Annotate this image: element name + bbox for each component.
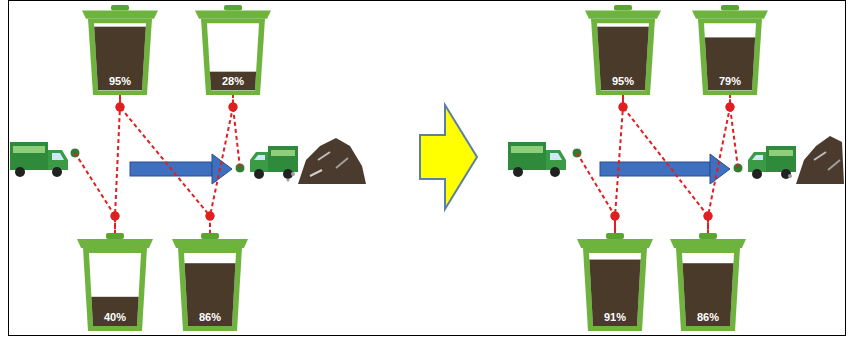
waste-pile bbox=[287, 138, 367, 184]
bin-fill bbox=[90, 27, 150, 91]
route-dot bbox=[704, 212, 713, 221]
route-dot bbox=[206, 212, 215, 221]
route-dot bbox=[206, 212, 215, 221]
fill-percentage: 95% bbox=[109, 75, 131, 87]
route-dot bbox=[111, 212, 120, 221]
trash-bin: 40% bbox=[75, 232, 155, 332]
fill-percentage: 28% bbox=[222, 75, 244, 87]
route-dot bbox=[111, 212, 120, 221]
waste-pile bbox=[788, 136, 844, 184]
route-dot bbox=[704, 212, 713, 221]
bin-handle bbox=[606, 233, 624, 239]
bin-fill bbox=[203, 72, 263, 91]
trash-bin: 28% bbox=[193, 4, 273, 96]
route-line bbox=[75, 153, 115, 234]
route-dot bbox=[116, 103, 125, 112]
frame bbox=[9, 1, 846, 336]
fill-percentage: 40% bbox=[104, 311, 126, 323]
collection-route bbox=[623, 94, 708, 234]
bin-handle bbox=[106, 233, 124, 239]
bin-body bbox=[676, 248, 740, 331]
trash-bin: 91% bbox=[575, 232, 655, 332]
bin-fill bbox=[700, 37, 760, 90]
garbage-truck bbox=[250, 146, 298, 179]
route-dot bbox=[611, 212, 620, 221]
fill-percentage: 86% bbox=[697, 311, 719, 323]
bin-lid bbox=[585, 10, 661, 18]
route-dot bbox=[229, 103, 238, 112]
fill-percentage: 91% bbox=[604, 311, 626, 323]
bin-handle bbox=[699, 233, 717, 239]
garbage-truck bbox=[748, 146, 796, 179]
collection-route bbox=[210, 94, 233, 234]
flow-arrow bbox=[600, 154, 730, 184]
route-dot bbox=[229, 103, 238, 112]
bin-fill bbox=[678, 263, 738, 326]
fill-percentage: 95% bbox=[612, 75, 634, 87]
bin-body bbox=[178, 248, 242, 331]
route-dot bbox=[116, 103, 125, 112]
bin-fill bbox=[180, 263, 240, 326]
bin-lid bbox=[195, 10, 271, 18]
bin-handle bbox=[224, 5, 242, 11]
trash-bin: 79% bbox=[690, 4, 770, 96]
fill-percentage: 86% bbox=[199, 311, 221, 323]
trash-bin: 95% bbox=[583, 4, 663, 96]
bin-body bbox=[83, 248, 147, 331]
bin-lid bbox=[77, 239, 153, 248]
bin-handle bbox=[111, 5, 129, 11]
bin-handle bbox=[721, 5, 739, 11]
route-line bbox=[577, 153, 615, 234]
bin-lid bbox=[692, 10, 768, 18]
trash-bin: 86% bbox=[668, 232, 748, 332]
bin-lid bbox=[670, 239, 746, 248]
route-dot bbox=[726, 103, 735, 112]
route-dot bbox=[726, 103, 735, 112]
route-dot bbox=[619, 103, 628, 112]
fill-percentage: 79% bbox=[719, 75, 741, 87]
bin-fill bbox=[585, 260, 645, 326]
route-dot bbox=[619, 103, 628, 112]
bin-body bbox=[88, 19, 152, 95]
bin-body bbox=[698, 19, 762, 95]
route-dot bbox=[611, 212, 620, 221]
bin-handle bbox=[201, 233, 219, 239]
bin-body bbox=[591, 19, 655, 95]
bin-fill bbox=[593, 27, 653, 91]
trash-bin: 86% bbox=[170, 232, 250, 332]
bin-lid bbox=[577, 239, 653, 248]
bin-fill bbox=[85, 297, 145, 326]
garbage-truck bbox=[10, 142, 68, 177]
bin-lid bbox=[82, 10, 158, 18]
garbage-truck bbox=[508, 142, 566, 177]
collection-route bbox=[120, 94, 210, 234]
transition-arrow bbox=[420, 105, 477, 209]
trash-bin: 95% bbox=[80, 4, 160, 96]
bin-lid bbox=[172, 239, 248, 248]
bin-handle bbox=[614, 5, 632, 11]
bin-body bbox=[583, 248, 647, 331]
bin-body bbox=[201, 19, 265, 95]
